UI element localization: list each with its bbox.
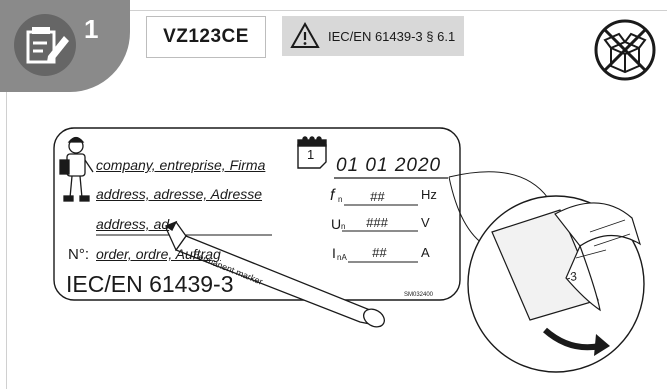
left-margin-line [6, 90, 7, 389]
step-tab: 1 [0, 0, 130, 92]
standard-large: IEC/EN 61439-3 [66, 271, 234, 297]
notepad-edit-icon [26, 27, 69, 64]
calendar-icon [297, 136, 327, 169]
frequency-symbol: f [330, 187, 335, 204]
frequency-subscript: n [338, 195, 343, 204]
order-line: order, ordre, Auftrag [96, 246, 221, 262]
document-code: SM032400 [404, 292, 434, 298]
current-symbol: I [332, 245, 336, 261]
voltage-unit: V [421, 215, 430, 230]
date-value: 01 01 2020 [336, 155, 442, 176]
standard-reference-box: IEC/EN 61439-3 § 6.1 [282, 16, 464, 56]
current-value: ## [372, 245, 387, 260]
no-box-disposal-icon [594, 19, 656, 81]
frequency-unit: Hz [421, 187, 437, 202]
header-divider [0, 10, 667, 11]
permanent-marker-icon [164, 220, 385, 328]
step-icon-badge [14, 14, 76, 76]
frequency-value: ## [370, 189, 385, 204]
voltage-symbol: U [331, 216, 342, 232]
voltage-subscript: n [341, 222, 346, 231]
voltage-value: ### [366, 215, 388, 230]
zoom-pointer-top [448, 171, 549, 199]
current-unit: A [421, 245, 430, 260]
address-line-2: address, ad [96, 216, 170, 232]
current-subscript: nA [337, 253, 347, 262]
worker-icon [59, 136, 94, 202]
address-line-1: address, adresse, Adresse [96, 186, 263, 202]
standard-reference: IEC/EN 61439-3 § 6.1 [328, 28, 456, 44]
step-number: 1 [84, 14, 99, 44]
peel-arrow-head [594, 334, 610, 356]
peeling-label-detail [491, 202, 642, 321]
model-code: VZ123CE [146, 16, 266, 58]
company-line: company, entreprise, Firma [96, 157, 266, 173]
warning-triangle-icon [290, 21, 320, 48]
calendar-day: 1 [307, 147, 315, 162]
order-prefix: N°: [68, 246, 89, 263]
